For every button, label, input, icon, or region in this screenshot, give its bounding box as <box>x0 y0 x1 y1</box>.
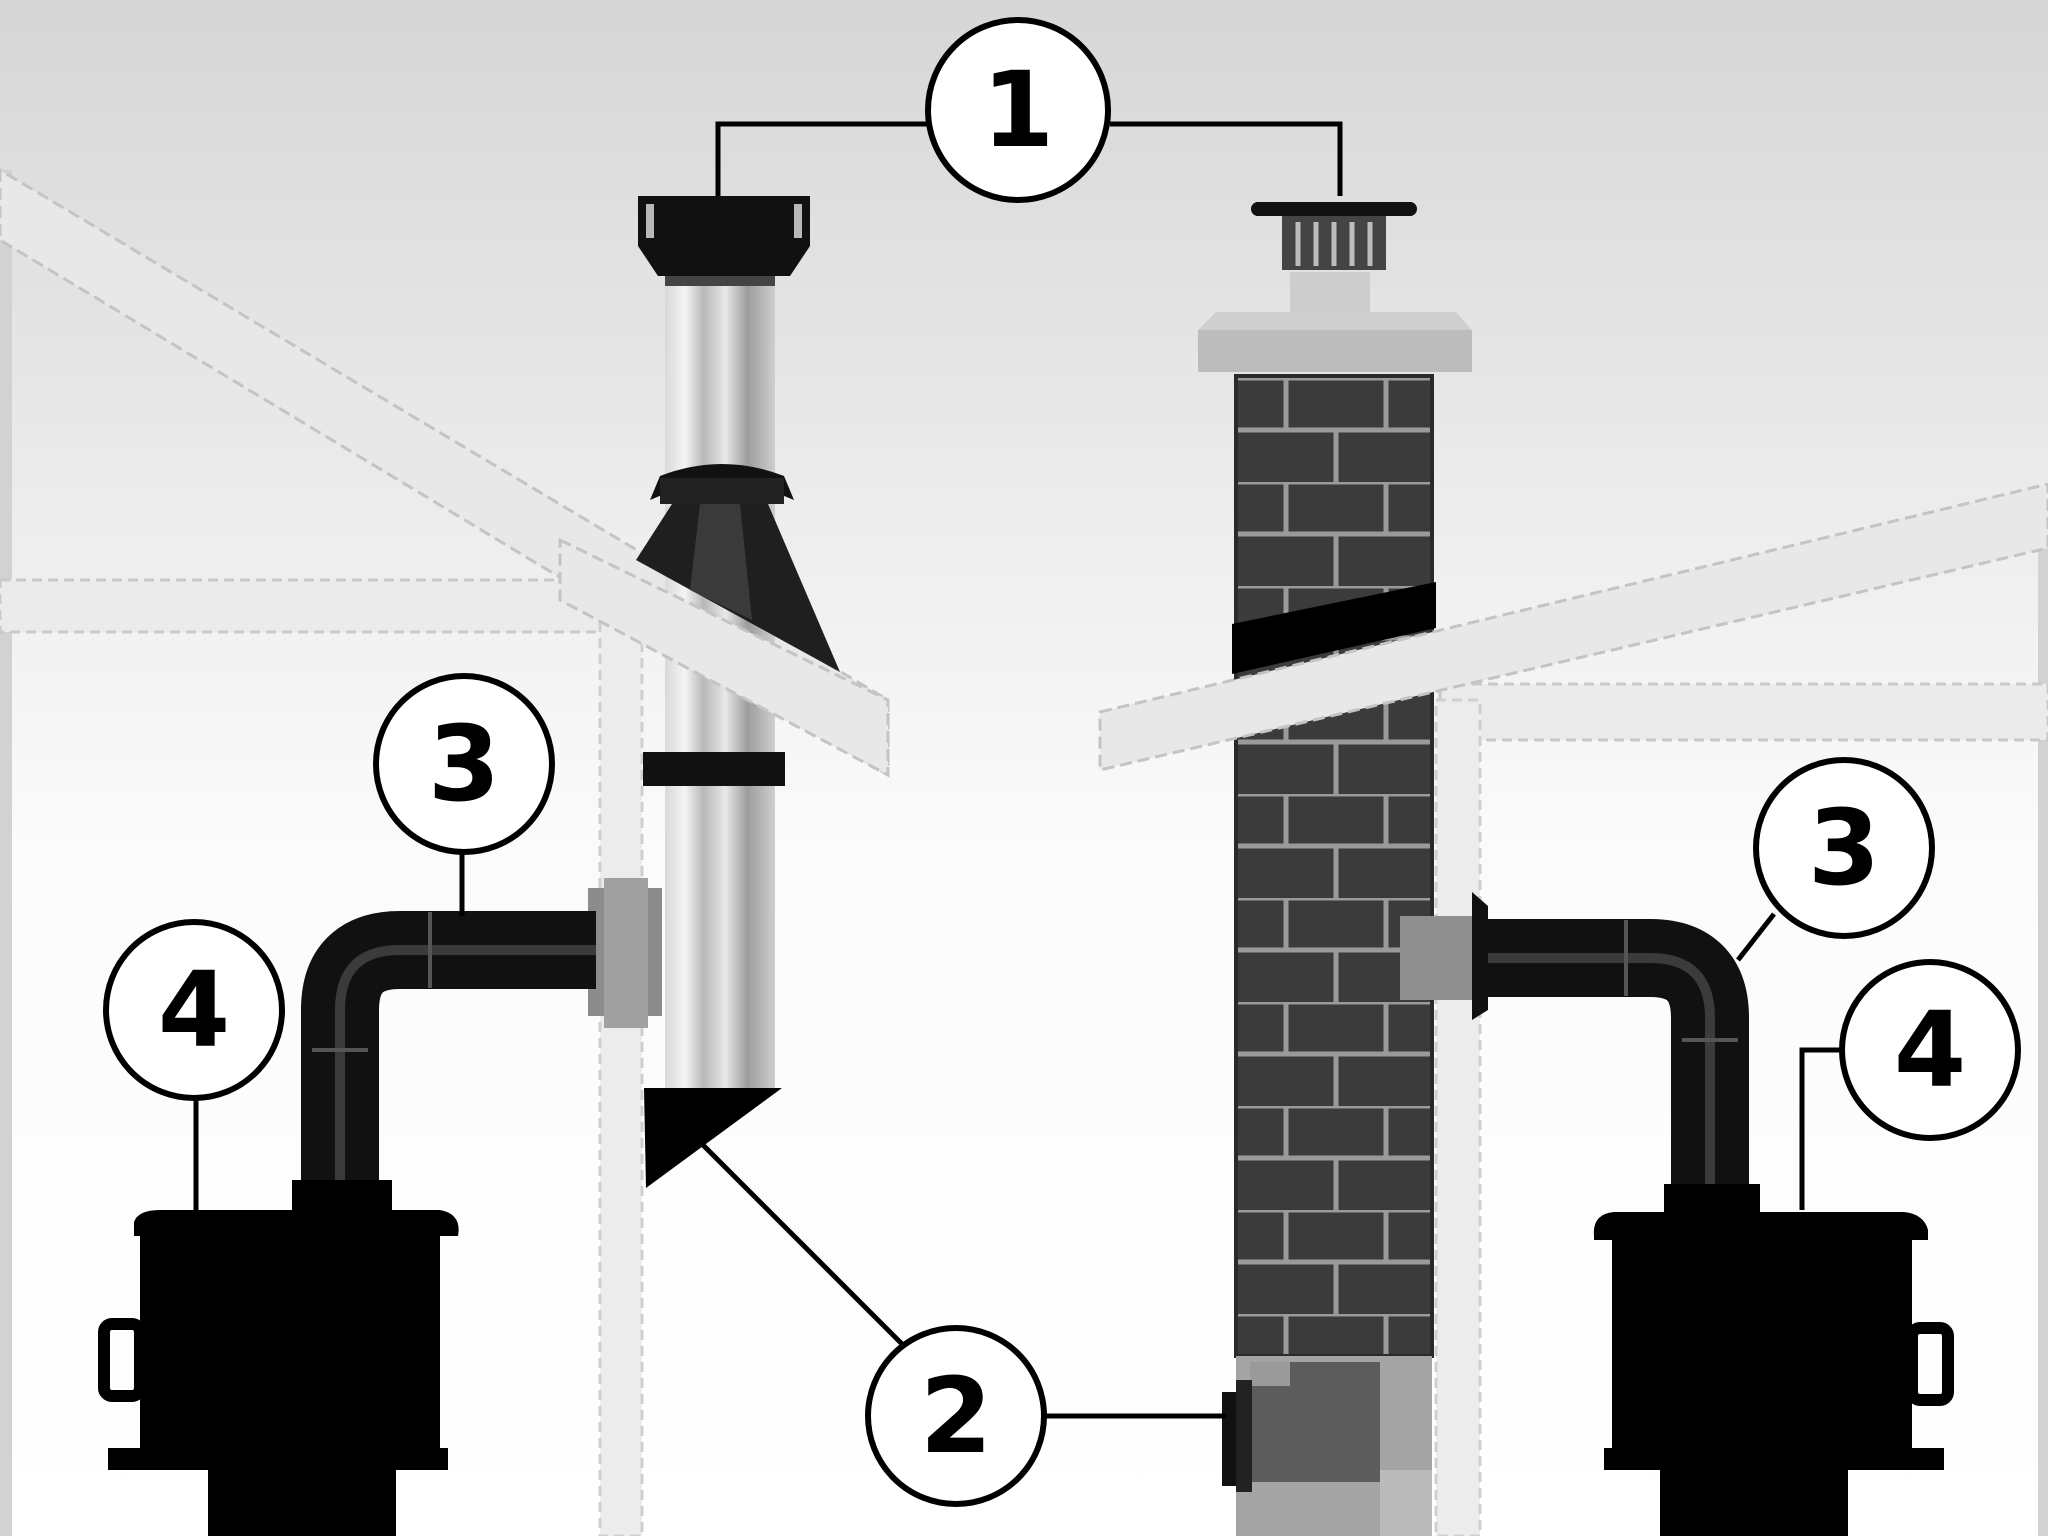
leader-lines <box>193 121 1842 1419</box>
callout-4-left: 4 <box>103 919 285 1101</box>
storm-collar-icon <box>650 464 794 504</box>
cleanout-door <box>1222 1356 1432 1536</box>
flue-end-cap <box>644 1088 782 1188</box>
brick-stack <box>1236 376 1432 1356</box>
callout-3-left: 3 <box>373 673 555 855</box>
svg-text:3: 3 <box>1808 787 1880 909</box>
right-house <box>1434 490 2048 1536</box>
right-stove-assembly <box>1400 892 1954 1536</box>
callout-2: 2 <box>865 1325 1047 1507</box>
svg-text:4: 4 <box>1894 989 1966 1111</box>
leader-2a <box>700 1142 910 1352</box>
right-roof <box>1098 482 2048 772</box>
metal-flue-system <box>558 196 890 1188</box>
callout-1: 1 <box>925 17 1111 203</box>
leader-4-right <box>1799 1047 1842 1210</box>
support-band <box>643 752 785 786</box>
svg-text:3: 3 <box>428 703 500 825</box>
svg-text:4: 4 <box>158 949 230 1071</box>
left-stove-assembly <box>98 911 596 1536</box>
chimney-flashing <box>1232 582 1436 674</box>
svg-text:2: 2 <box>920 1355 992 1477</box>
leader-1 <box>715 121 930 196</box>
leader-1b <box>1110 121 1343 196</box>
left-stove-icon <box>98 1180 459 1536</box>
chimney-crown <box>1198 330 1472 372</box>
chimney-cap-icon <box>1251 202 1417 270</box>
right-stove-icon <box>1593 1184 1954 1536</box>
masonry-chimney <box>1098 202 2048 1536</box>
callout-4-right: 4 <box>1839 959 2021 1141</box>
leader-3-right <box>1736 912 1776 962</box>
callout-3-right: 3 <box>1753 757 1935 939</box>
rain-cap-icon <box>638 196 810 286</box>
svg-text:1: 1 <box>982 49 1054 171</box>
